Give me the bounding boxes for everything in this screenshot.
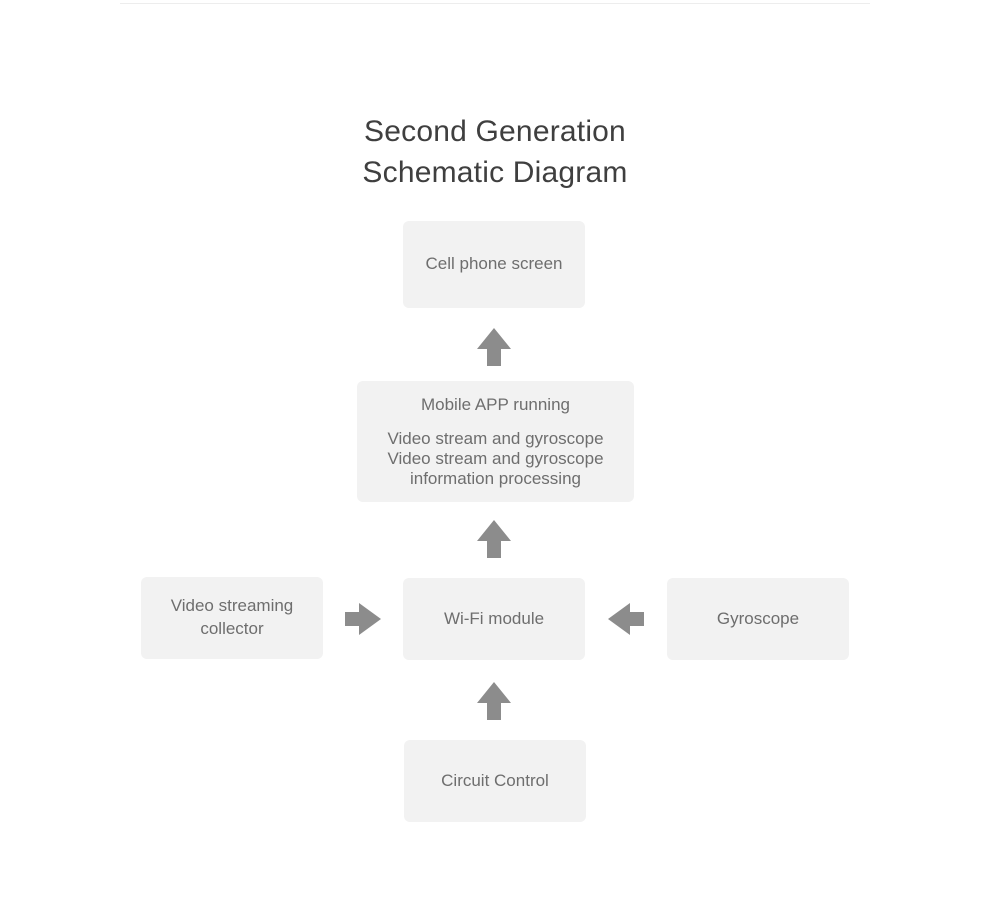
arrow-up-icon-wifi-to-app xyxy=(473,519,515,559)
node-circuit-control: Circuit Control xyxy=(404,740,586,822)
node-cell-phone-screen-label: Cell phone screen xyxy=(425,254,563,274)
node-gyroscope-label: Gyroscope xyxy=(716,608,800,628)
node-mobile-app: Mobile APP running Video stream and gyro… xyxy=(357,381,634,502)
node-mobile-app-heading: Mobile APP running xyxy=(420,394,570,414)
node-gyroscope: Gyroscope xyxy=(667,578,849,660)
node-mobile-app-line-2: Video stream and gyroscope xyxy=(387,448,604,468)
node-video-streaming-collector-line-1: Video streaming xyxy=(170,596,294,616)
page-title-line-2: Schematic Diagram xyxy=(362,155,628,189)
node-mobile-app-body: Video stream and gyroscope Video stream … xyxy=(387,429,603,489)
node-mobile-app-line-1: Video stream and gyroscope xyxy=(387,428,604,448)
page-title-line-1: Second Generation xyxy=(364,115,626,149)
arrow-up-icon-circuit-to-wifi xyxy=(473,681,515,721)
node-wifi-module: Wi-Fi module xyxy=(403,578,585,660)
arrow-up-icon-app-to-screen xyxy=(473,327,515,367)
arrow-right-icon-collector-to-wifi xyxy=(344,601,384,637)
page-title: Second Generation Schematic Diagram xyxy=(0,112,990,193)
node-mobile-app-line-3: information processing xyxy=(409,468,581,488)
arrow-left-icon-gyroscope-to-wifi xyxy=(605,601,645,637)
node-wifi-module-label: Wi-Fi module xyxy=(443,608,545,628)
node-circuit-control-label: Circuit Control xyxy=(441,770,549,790)
top-divider xyxy=(120,3,870,4)
node-video-streaming-collector: Video streaming collector xyxy=(141,577,323,659)
node-cell-phone-screen: Cell phone screen xyxy=(403,221,585,308)
node-video-streaming-collector-line-2: collector xyxy=(200,619,264,638)
